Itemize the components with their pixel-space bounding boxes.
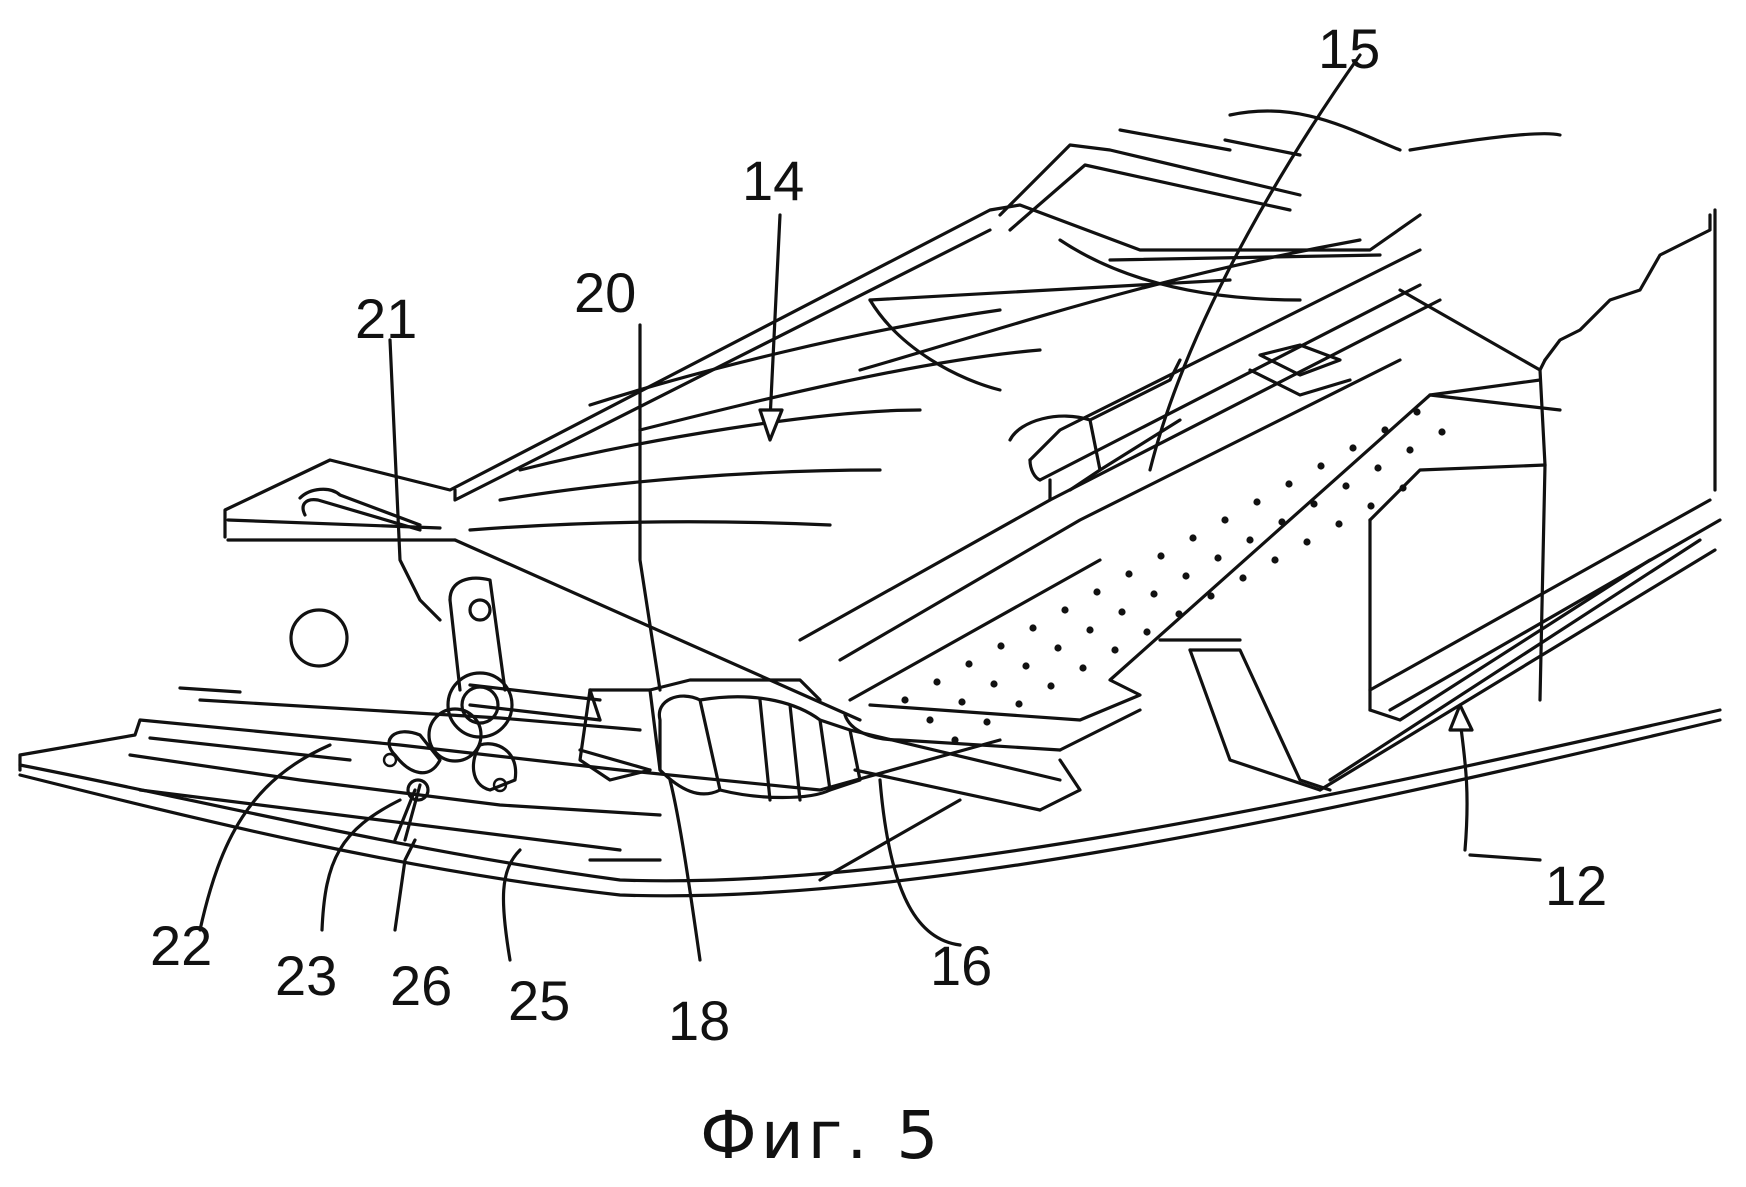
perforation-hole <box>1182 572 1190 580</box>
perforation-hole <box>901 696 909 704</box>
perforation-hole <box>1413 408 1421 416</box>
leader-lines <box>198 53 1362 962</box>
perforation-hole <box>1150 590 1158 598</box>
actuator <box>468 678 1082 812</box>
perforation-hole <box>1015 700 1023 708</box>
perforation-hole <box>1342 482 1350 490</box>
perforation-hole <box>1335 520 1343 528</box>
perforation-hole <box>1367 502 1375 510</box>
perforation-hole <box>1374 464 1382 472</box>
perforation-hole <box>1207 592 1215 600</box>
perforation-hole <box>1285 480 1293 488</box>
label-26: 26 <box>390 954 452 1017</box>
perforation-hole <box>1271 556 1279 564</box>
perforation-hole <box>1086 626 1094 634</box>
label-20: 20 <box>574 261 636 324</box>
perforation-hole <box>951 736 959 744</box>
perforation-hole <box>958 698 966 706</box>
perforation-hole <box>1125 570 1133 578</box>
label-25: 25 <box>508 969 570 1032</box>
perforation-hole <box>983 718 991 726</box>
perforation-hole <box>1022 662 1030 670</box>
reference-labels: 15 14 20 21 12 16 22 23 26 25 18 <box>150 17 1607 1052</box>
perforation-hole <box>1111 646 1119 654</box>
perforation-hole <box>1143 628 1151 636</box>
perforation-hole <box>1349 444 1357 452</box>
perforation-hole <box>1438 428 1446 436</box>
hinge-assembly <box>382 671 518 842</box>
perforation-hole <box>990 680 998 688</box>
rear-housing <box>1158 208 1722 862</box>
perforation-hole <box>1029 624 1037 632</box>
label-21: 21 <box>355 287 417 350</box>
perforated-plate <box>843 378 1562 752</box>
perforation-hole <box>1047 682 1055 690</box>
perforation-hole <box>1093 588 1101 596</box>
label-23: 23 <box>275 944 337 1007</box>
label-15: 15 <box>1318 17 1380 80</box>
perforation-hole <box>965 660 973 668</box>
perforation-hole <box>933 678 941 686</box>
figure-caption: Фиг. 5 <box>700 1097 942 1174</box>
perforation-hole <box>1253 498 1261 506</box>
perforation-hole <box>1214 554 1222 562</box>
perforation-hole <box>1317 462 1325 470</box>
perforation-hole <box>1118 608 1126 616</box>
label-18: 18 <box>668 989 730 1052</box>
perforation-hole <box>1246 536 1254 544</box>
perforation-hole <box>1175 610 1183 618</box>
perforation-hole <box>1310 500 1318 508</box>
perforation-hole <box>1239 574 1247 582</box>
perforation-hole <box>1278 518 1286 526</box>
guide-rail <box>798 248 1442 702</box>
perforation-hole <box>1189 534 1197 542</box>
perforation-hole <box>1381 426 1389 434</box>
perforation-hole <box>1221 516 1229 524</box>
label-12: 12 <box>1545 854 1607 917</box>
label-16: 16 <box>930 934 992 997</box>
perforation-hole <box>1157 552 1165 560</box>
label-14: 14 <box>742 149 804 212</box>
perforation-hole <box>1079 664 1087 672</box>
perforation-hole <box>1061 606 1069 614</box>
perforation-hole <box>997 642 1005 650</box>
perforation-hole <box>1303 538 1311 546</box>
bracket-21 <box>289 576 507 692</box>
floor-base <box>18 686 1722 898</box>
label-22: 22 <box>150 914 212 977</box>
perforation-hole <box>1054 644 1062 652</box>
seat-frame <box>223 109 1562 722</box>
perforation-hole <box>1406 446 1414 454</box>
perforation-hole <box>926 716 934 724</box>
